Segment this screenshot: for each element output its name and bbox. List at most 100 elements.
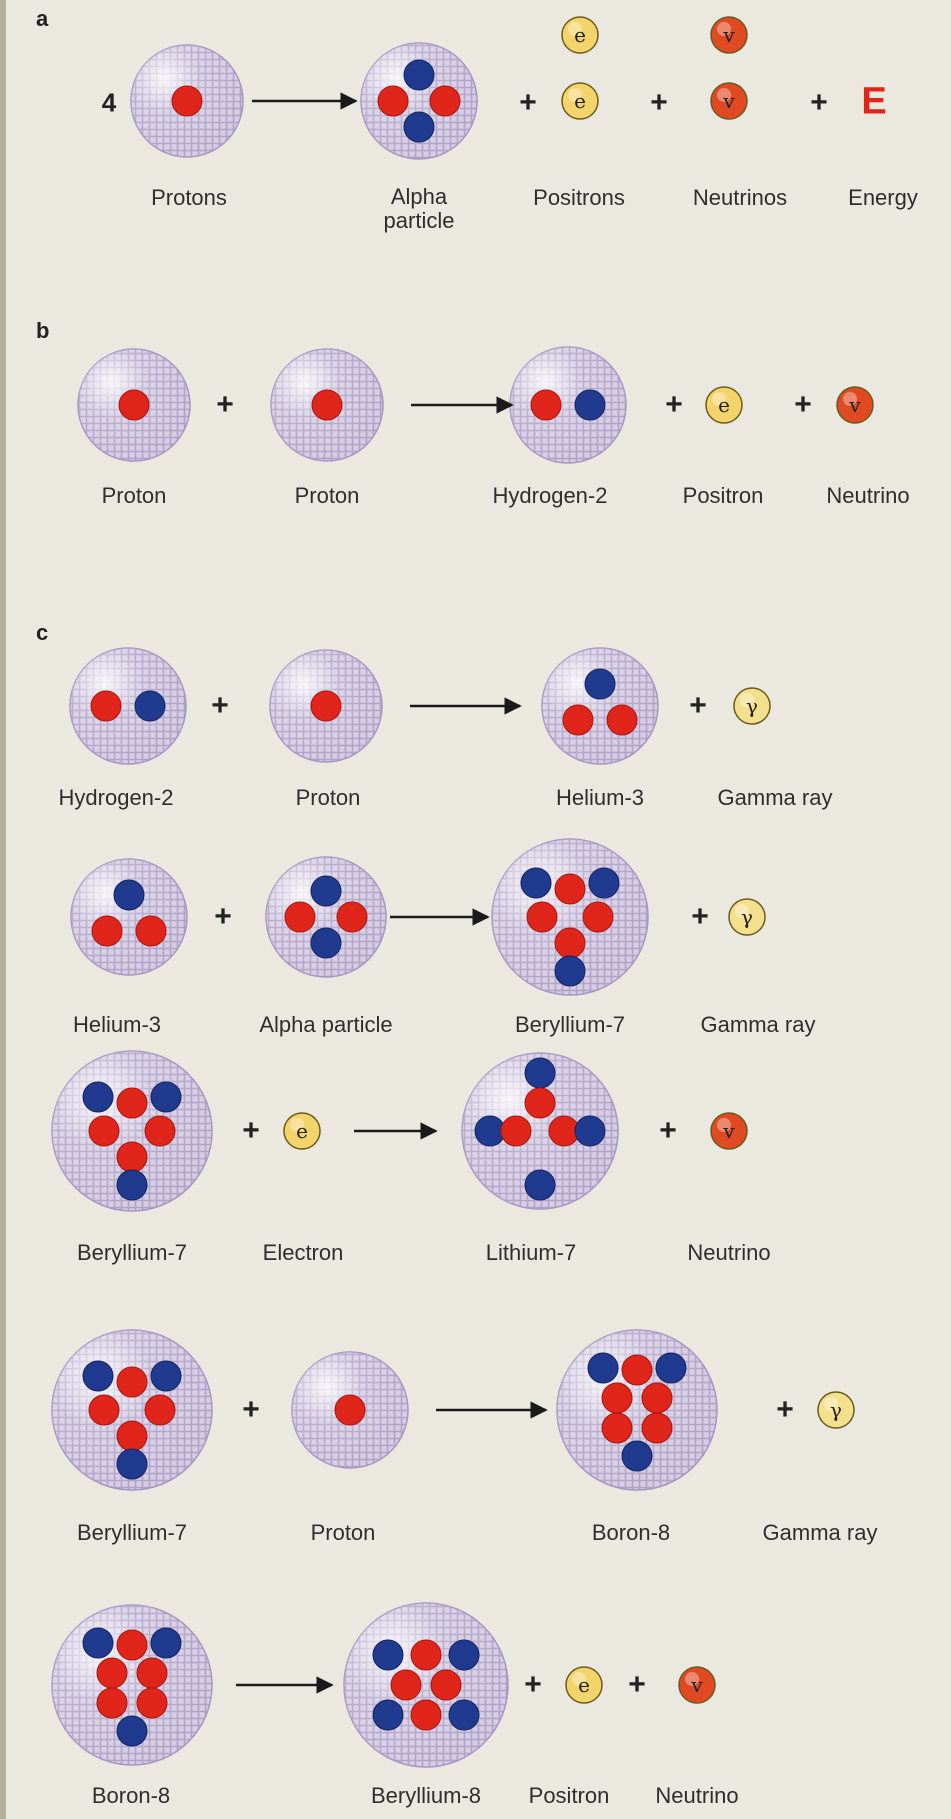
nucleus-proton — [271, 349, 383, 461]
label-gamma-ray: Gamma ray — [763, 1520, 878, 1546]
svg-text:e: e — [296, 1119, 308, 1143]
plus-sign: + — [242, 1395, 260, 1425]
section-a-letter: a — [36, 6, 48, 32]
proton-sphere — [285, 902, 315, 932]
positron-icon: e — [562, 83, 598, 119]
label-neutrinos: Neutrinos — [693, 185, 787, 211]
proton-sphere — [642, 1413, 672, 1443]
proton-sphere — [525, 1088, 555, 1118]
nucleus-hydrogen-2 — [70, 648, 186, 764]
nucleus-shine — [71, 859, 187, 975]
label-boron-8: Boron-8 — [92, 1783, 170, 1809]
neutron-sphere — [525, 1170, 555, 1200]
plus-sign: + — [214, 902, 232, 932]
proton-sphere — [145, 1395, 175, 1425]
gamma-ray-icon: γ — [734, 688, 770, 724]
neutron-sphere — [83, 1361, 113, 1391]
neutron-sphere — [151, 1628, 181, 1658]
neutron-sphere — [575, 1116, 605, 1146]
neutron-sphere — [373, 1640, 403, 1670]
label-positron: Positron — [529, 1783, 610, 1809]
neutron-sphere — [114, 880, 144, 910]
proton-sphere — [335, 1395, 365, 1425]
label-neutrino: Neutrino — [826, 483, 909, 509]
plus-sign: + — [650, 88, 668, 118]
proton-sphere — [527, 902, 557, 932]
proton-sphere — [137, 1658, 167, 1688]
neutron-sphere — [311, 928, 341, 958]
plus-sign: + — [628, 1670, 646, 1700]
neutron-sphere — [555, 956, 585, 986]
neutron-sphere — [373, 1700, 403, 1730]
plus-sign: + — [519, 88, 537, 118]
label-beryllium-7: Beryllium-7 — [515, 1012, 625, 1038]
nucleus-beryllium-7 — [52, 1051, 212, 1211]
plus-sign: + — [689, 691, 707, 721]
proton-sphere — [117, 1367, 147, 1397]
plus-sign: + — [794, 390, 812, 420]
nucleus-alpha-particle — [361, 43, 477, 159]
proton-sphere — [97, 1658, 127, 1688]
neutron-sphere — [622, 1441, 652, 1471]
nucleus-proton — [292, 1352, 408, 1468]
nucleus-shine — [344, 1603, 508, 1767]
proton-sphere — [602, 1383, 632, 1413]
neutron-sphere — [575, 390, 605, 420]
nuclei-layer — [52, 43, 717, 1767]
nucleus-protons — [131, 45, 243, 157]
plus-sign: + — [691, 902, 709, 932]
neutron-sphere — [311, 876, 341, 906]
label-protons: Protons — [151, 185, 227, 211]
proton-sphere — [117, 1088, 147, 1118]
svg-text:v: v — [722, 23, 735, 47]
proton-sphere — [89, 1395, 119, 1425]
electron-icon: e — [284, 1113, 320, 1149]
nucleus-alpha-particle — [266, 857, 386, 977]
proton-sphere — [602, 1413, 632, 1443]
plus-sign: + — [524, 1670, 542, 1700]
neutron-sphere — [588, 1353, 618, 1383]
proton-sphere — [607, 705, 637, 735]
proton-sphere — [563, 705, 593, 735]
label-alpha-particle: Alpha particle — [384, 185, 455, 233]
gamma-ray-icon: γ — [818, 1392, 854, 1428]
positron-icon: e — [562, 17, 598, 53]
neutron-sphere — [117, 1170, 147, 1200]
label-hydrogen-2: Hydrogen-2 — [493, 483, 608, 509]
proton-sphere — [92, 916, 122, 946]
label-proton: Proton — [102, 483, 167, 509]
neutron-sphere — [83, 1628, 113, 1658]
label-alpha-particle: Alpha particle — [259, 1012, 392, 1038]
proton-sphere — [119, 390, 149, 420]
neutrino-icon: v — [711, 83, 747, 119]
neutron-sphere — [585, 669, 615, 699]
gamma-ray-icon: γ — [729, 899, 765, 935]
energy-symbol: E — [861, 81, 886, 124]
nucleus-proton — [78, 349, 190, 461]
proton-sphere — [391, 1670, 421, 1700]
proton-sphere — [89, 1116, 119, 1146]
neutrino-icon: v — [837, 387, 873, 423]
svg-text:v: v — [722, 89, 735, 113]
nucleus-boron-8 — [52, 1605, 212, 1765]
neutron-sphere — [404, 60, 434, 90]
neutron-sphere — [117, 1449, 147, 1479]
neutron-sphere — [404, 112, 434, 142]
plus-sign: + — [776, 1395, 794, 1425]
proton-sphere — [411, 1640, 441, 1670]
neutron-sphere — [135, 691, 165, 721]
label-proton: Proton — [311, 1520, 376, 1546]
proton-sphere — [501, 1116, 531, 1146]
proton-sphere — [145, 1116, 175, 1146]
positron-icon: e — [706, 387, 742, 423]
proton-sphere — [431, 1670, 461, 1700]
label-gamma-ray: Gamma ray — [701, 1012, 816, 1038]
label-beryllium-8: Beryllium-8 — [371, 1783, 481, 1809]
proton-sphere — [337, 902, 367, 932]
svg-text:v: v — [690, 1673, 703, 1697]
label-electron: Electron — [263, 1240, 344, 1266]
section-c-letter: c — [36, 620, 48, 646]
label-positrons: Positrons — [533, 185, 625, 211]
proton-sphere — [311, 691, 341, 721]
